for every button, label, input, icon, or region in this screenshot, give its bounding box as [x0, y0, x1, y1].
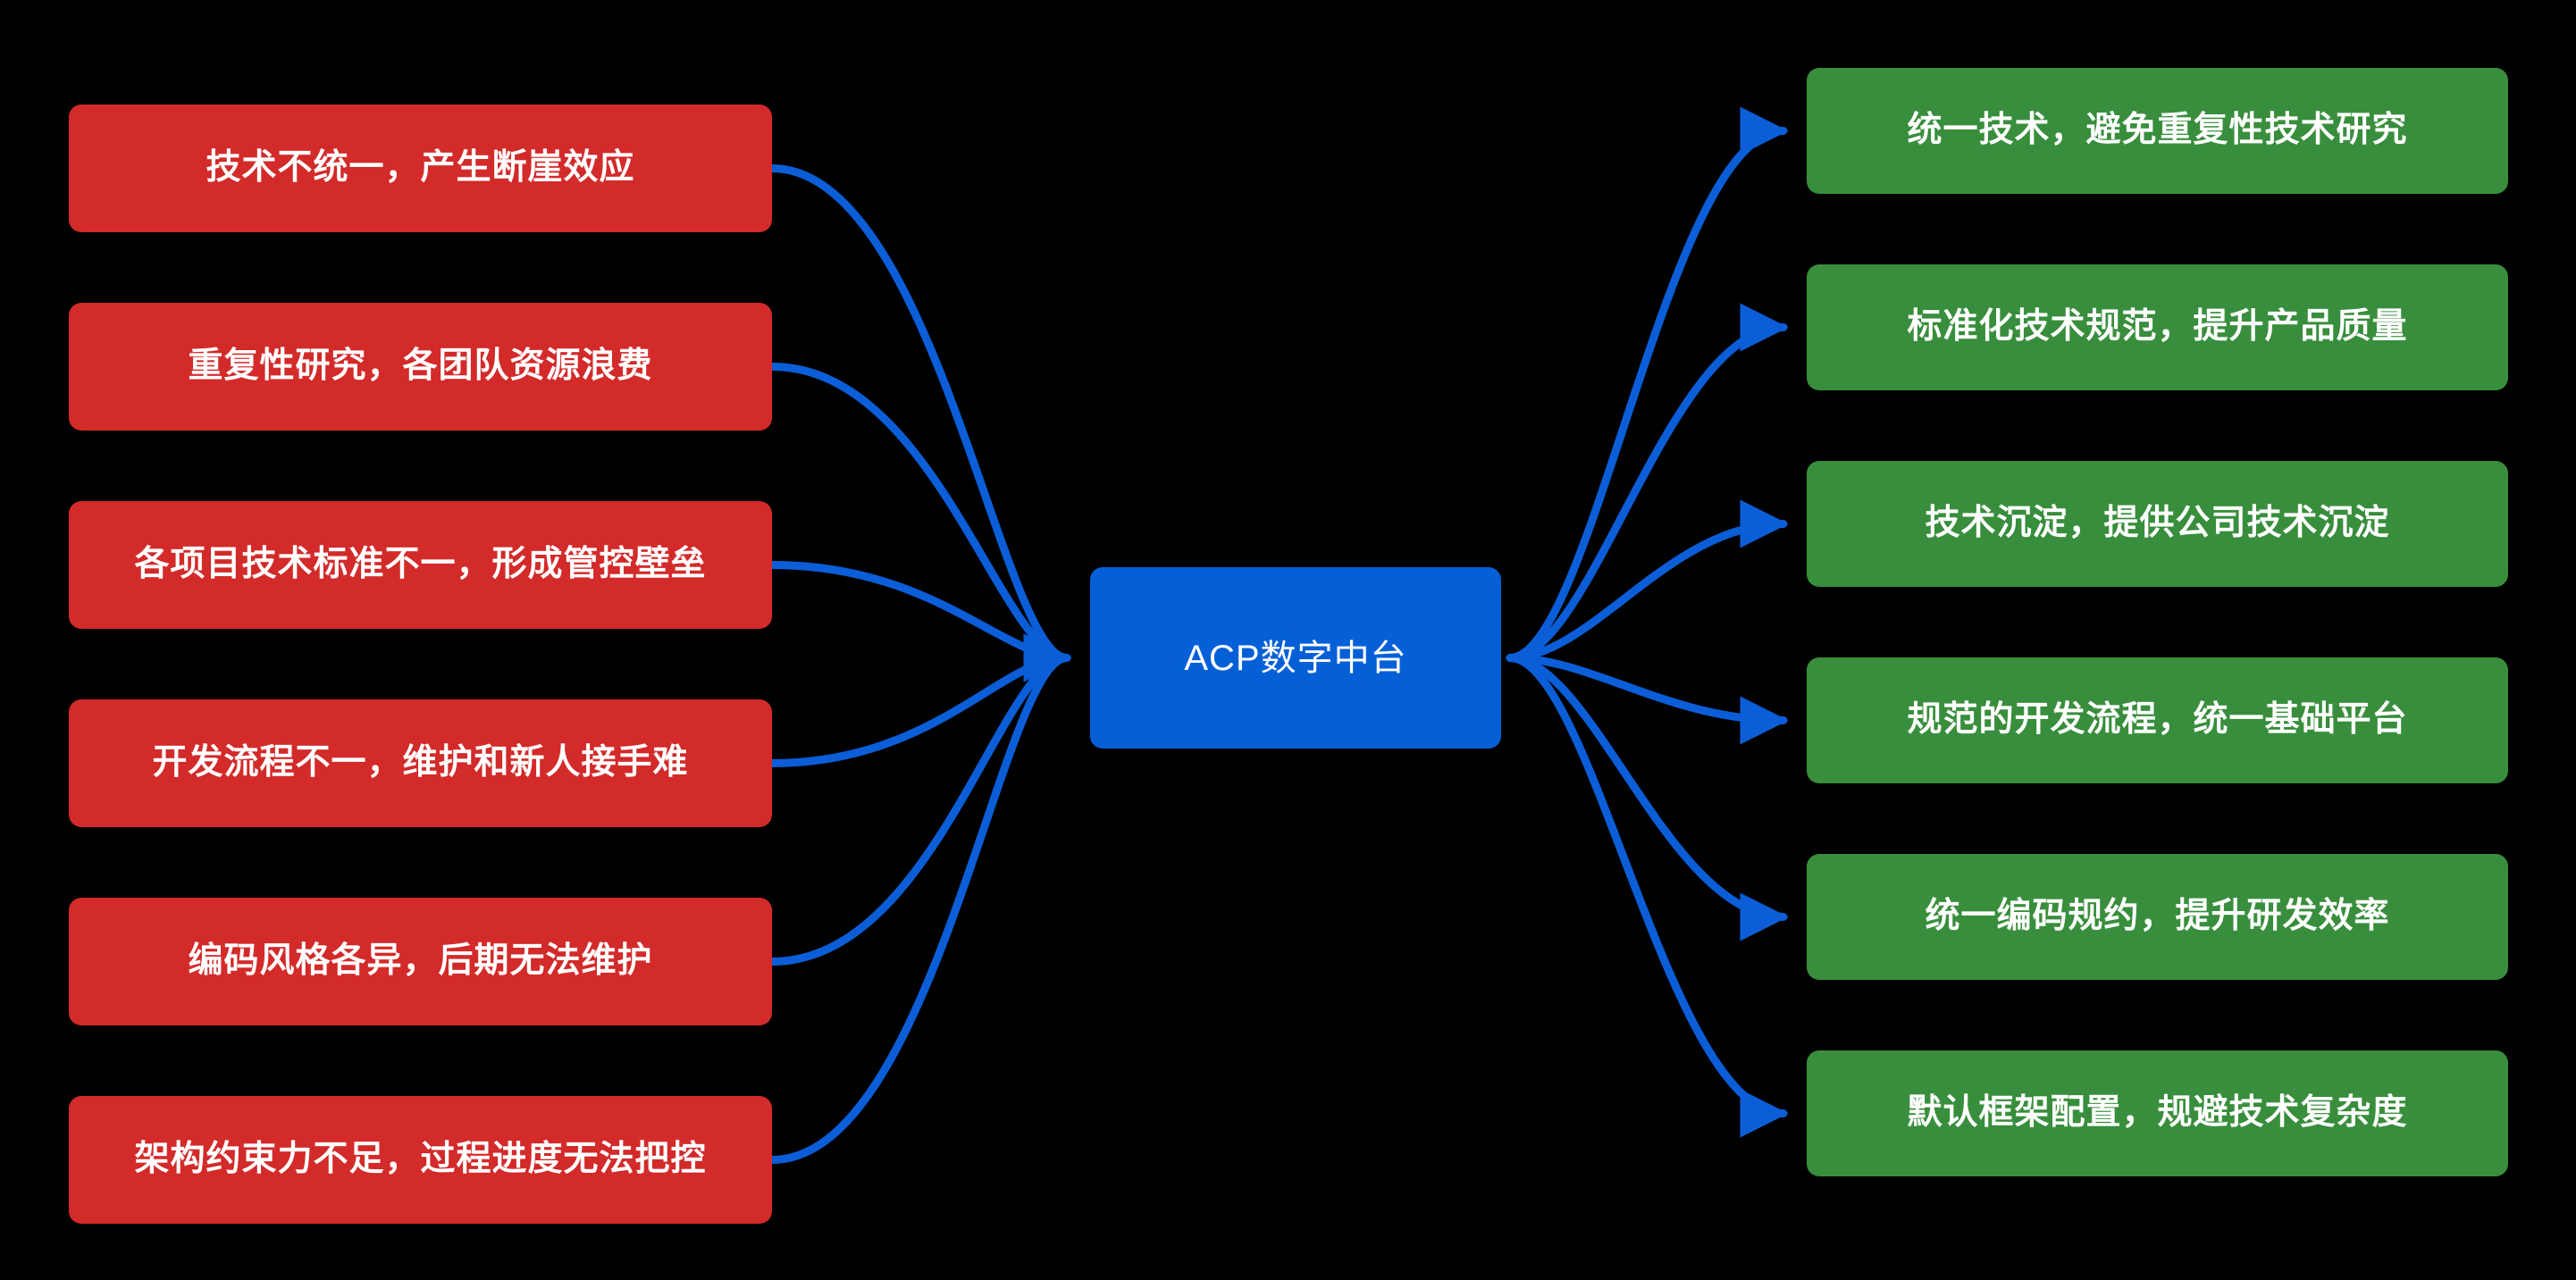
- connector-edge: [1506, 303, 1789, 662]
- benefit-node[interactable]: 规范的开发流程，统一基础平台: [1807, 657, 2508, 783]
- center-node-acp-platform[interactable]: ACP数字中台: [1090, 567, 1501, 749]
- connector-edge: [768, 633, 1072, 966]
- benefit-node-label: 统一技术，避免重复性技术研究: [1907, 111, 2408, 150]
- connector-edge: [768, 164, 1072, 682]
- problem-node-label: 编码风格各异，后期无法维护: [188, 941, 653, 981]
- problem-node[interactable]: 技术不统一，产生断崖效应: [69, 105, 772, 232]
- connector-edge: [1506, 106, 1789, 662]
- problem-node[interactable]: 编码风格各异，后期无法维护: [69, 898, 772, 1025]
- connector-edge: [768, 561, 1072, 682]
- problem-node[interactable]: 各项目技术标准不一，形成管控壁垒: [69, 501, 772, 629]
- connector-edge: [768, 363, 1072, 682]
- problem-node-label: 架构约束力不足，过程进度无法把控: [134, 1140, 707, 1179]
- problem-node[interactable]: 架构约束力不足，过程进度无法把控: [69, 1096, 772, 1224]
- problem-node[interactable]: 重复性研究，各团队资源浪费: [69, 303, 772, 431]
- connector-edge: [768, 633, 1072, 767]
- benefit-node[interactable]: 统一技术，避免重复性技术研究: [1807, 68, 2508, 194]
- problem-node[interactable]: 开发流程不一，维护和新人接手难: [69, 699, 772, 827]
- benefit-node-label: 技术沉淀，提供公司技术沉淀: [1925, 504, 2390, 543]
- benefit-node[interactable]: 默认框架配置，规避技术复杂度: [1807, 1050, 2508, 1176]
- benefit-node-label: 默认框架配置，规避技术复杂度: [1907, 1093, 2408, 1133]
- connector-edge: [1506, 654, 1789, 745]
- benefit-node[interactable]: 统一编码规约，提升研发效率: [1807, 854, 2508, 980]
- connector-edge: [1506, 654, 1789, 1138]
- problem-node-label: 开发流程不一，维护和新人接手难: [152, 743, 689, 782]
- benefit-node[interactable]: 标准化技术规范，提升产品质量: [1807, 264, 2508, 390]
- connector-edge: [1506, 654, 1789, 941]
- benefit-node-label: 规范的开发流程，统一基础平台: [1907, 700, 2408, 740]
- problem-node-label: 各项目技术标准不一，形成管控壁垒: [134, 545, 707, 584]
- benefit-node-label: 统一编码规约，提升研发效率: [1925, 897, 2390, 936]
- benefit-node[interactable]: 技术沉淀，提供公司技术沉淀: [1807, 461, 2508, 587]
- connector-edge: [1506, 499, 1789, 662]
- problem-node-label: 重复性研究，各团队资源浪费: [188, 347, 653, 386]
- connector-edge: [768, 633, 1072, 1164]
- benefit-node-label: 标准化技术规范，提升产品质量: [1907, 307, 2408, 347]
- center-node-label: ACP数字中台: [1184, 638, 1407, 678]
- problem-node-label: 技术不统一，产生断崖效应: [206, 148, 635, 188]
